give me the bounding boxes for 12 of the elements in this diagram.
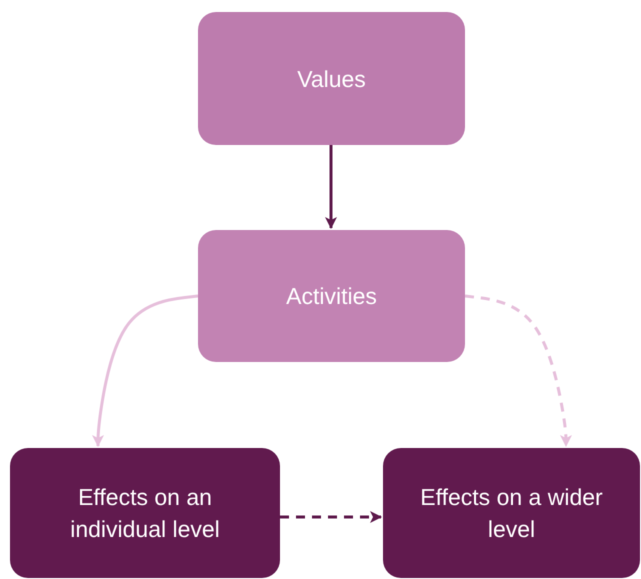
arrow bbox=[280, 511, 382, 523]
box-label: Effects on an individual level bbox=[69, 483, 221, 544]
arrow bbox=[92, 294, 198, 447]
box-label: Values bbox=[297, 64, 366, 94]
box-label: Effects on a wider level bbox=[419, 483, 604, 544]
process-box bbox=[198, 12, 465, 145]
process-box bbox=[383, 448, 640, 578]
arrow bbox=[325, 145, 337, 229]
process-box bbox=[198, 230, 465, 362]
process-box bbox=[10, 448, 280, 578]
box-label: Activities bbox=[286, 282, 377, 311]
arrow bbox=[464, 294, 572, 447]
